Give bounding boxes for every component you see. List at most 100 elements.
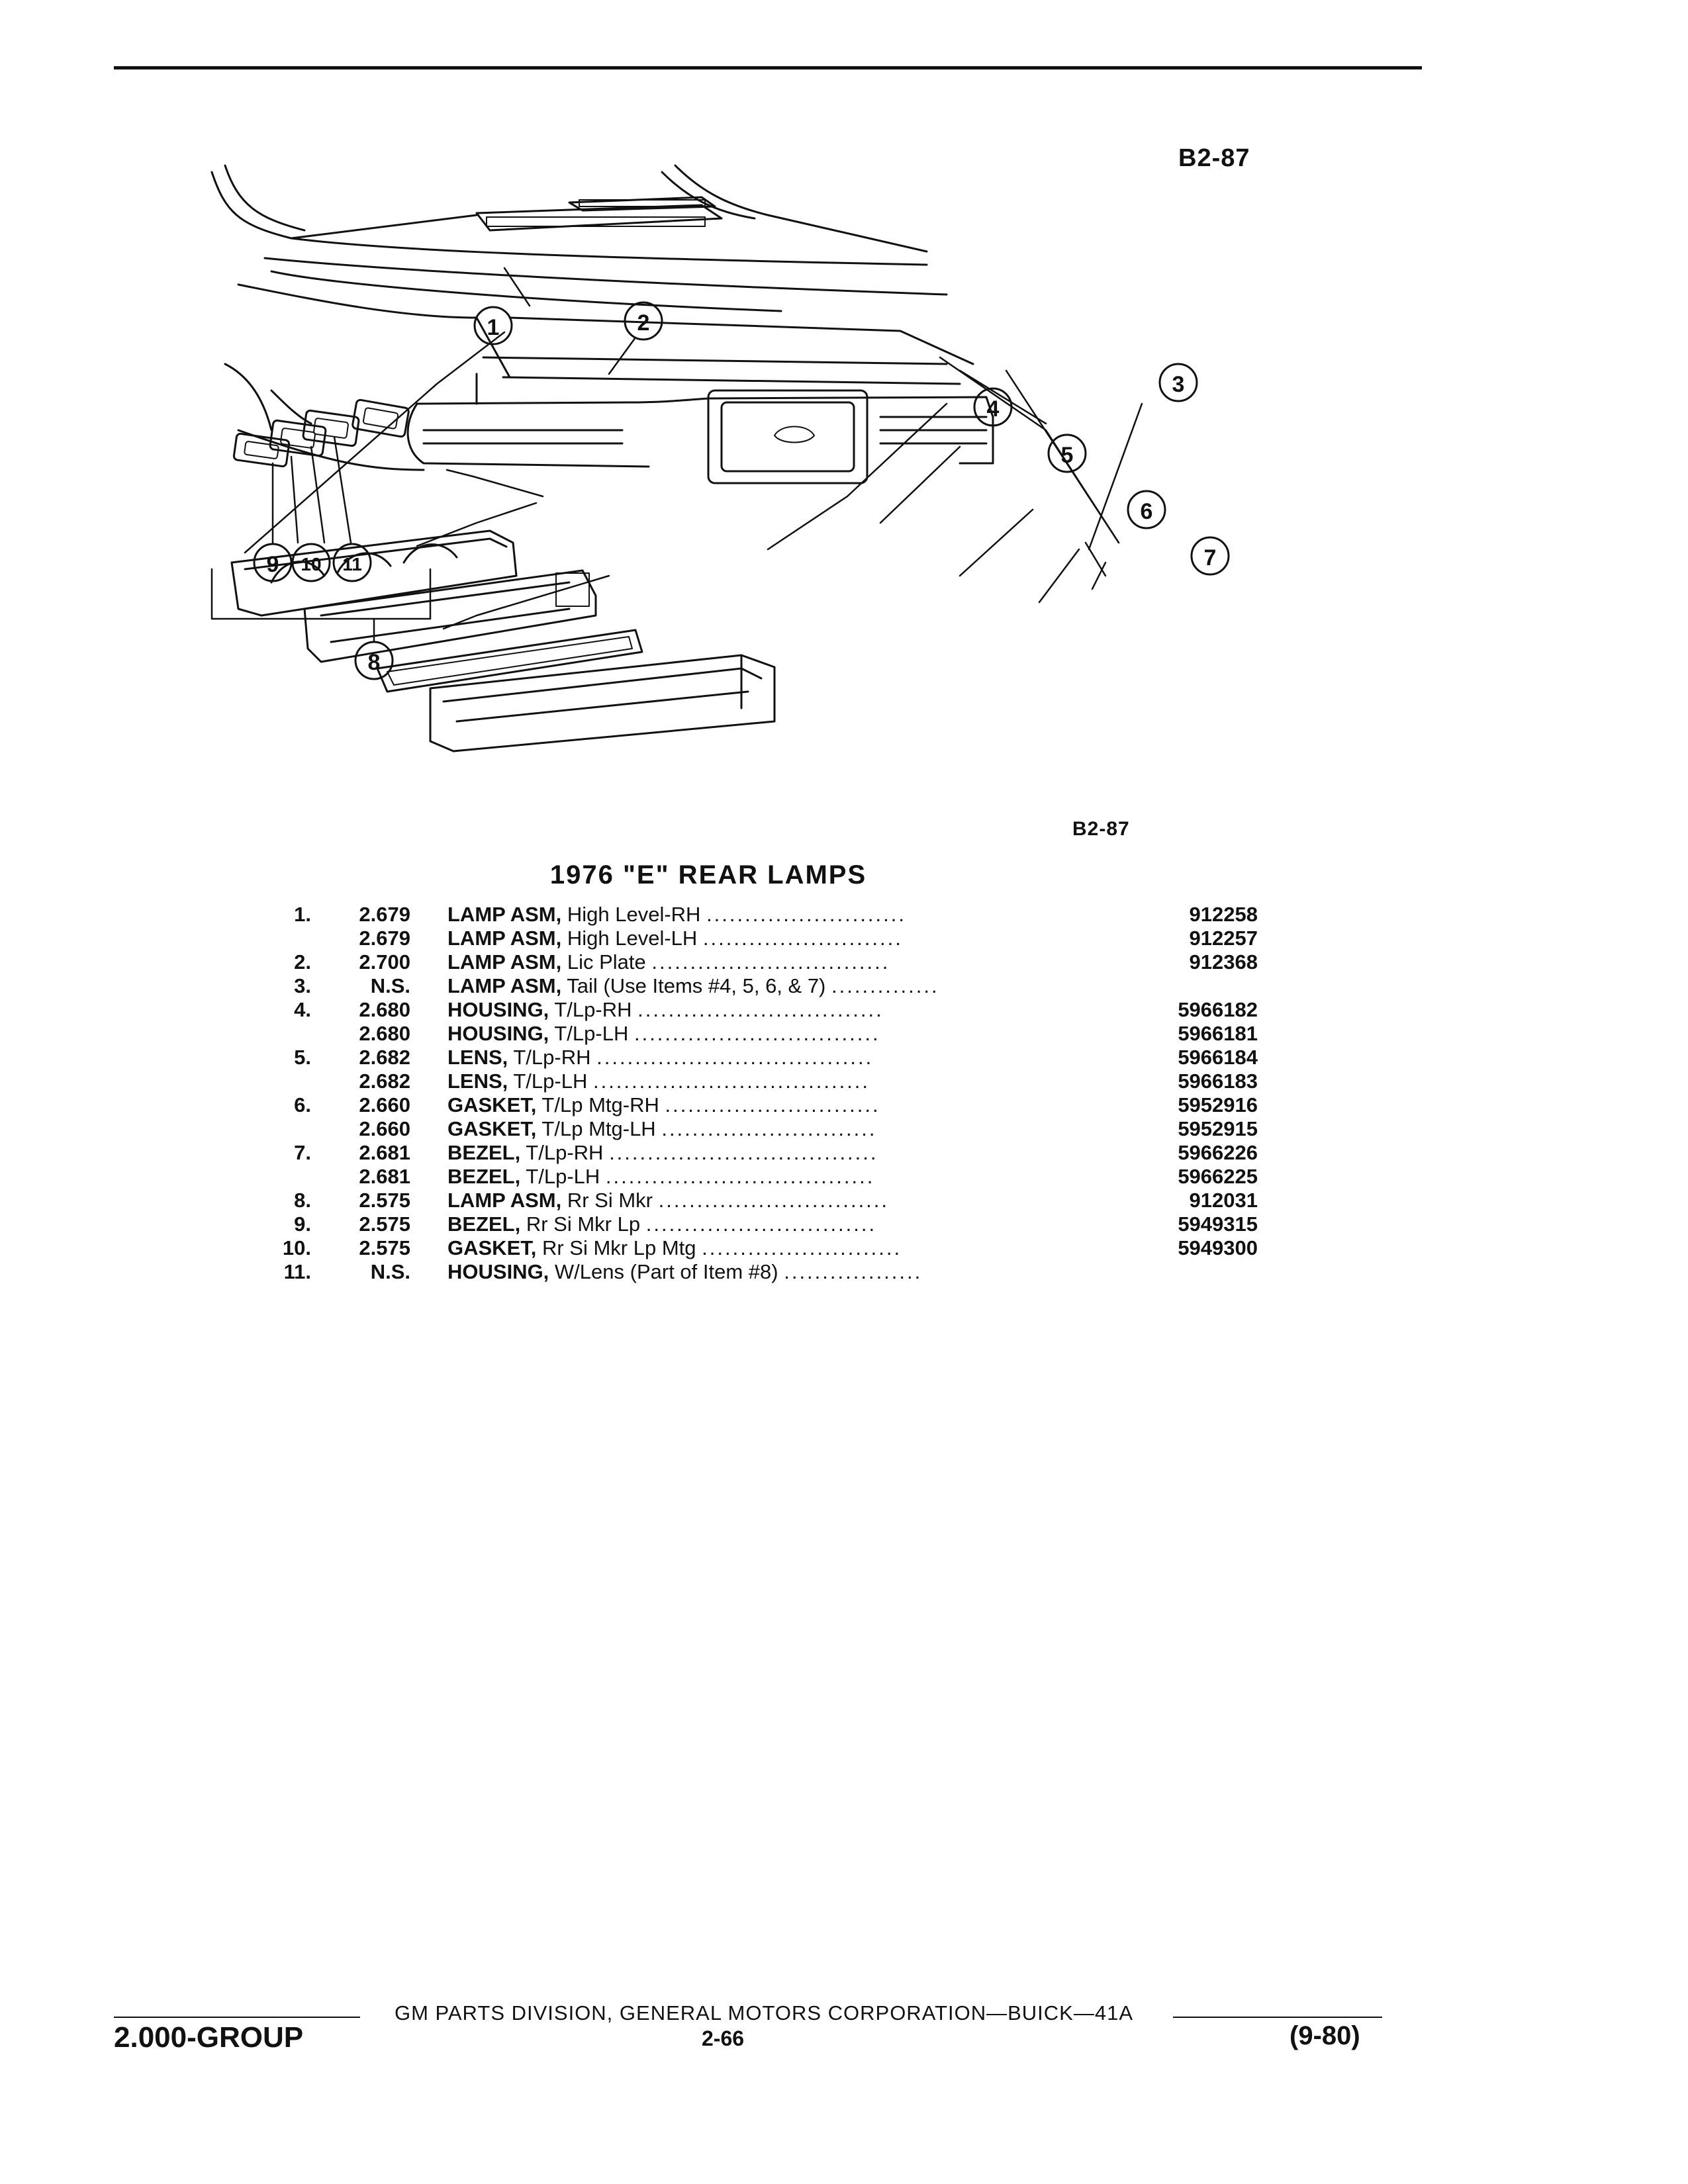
dot-leader: ...............................: [651, 950, 890, 974]
dot-leader: ...................................: [605, 1165, 875, 1188]
part-name: LENS,: [447, 1069, 508, 1093]
callout-8: 8: [354, 641, 394, 680]
side-marker-parts: [232, 398, 410, 468]
part-description: BEZEL, T/Lp-RH .........................…: [447, 1141, 1109, 1165]
svg-text:3: 3: [1172, 372, 1185, 397]
tail-lamp-bezel-drawing: [429, 654, 776, 752]
part-description: LAMP ASM, Lic Plate ....................…: [447, 950, 1109, 974]
item-number: 3.: [294, 974, 311, 997]
tail-lamp-gasket-drawing: [376, 629, 643, 693]
callout-1: 1: [473, 306, 513, 345]
group-number: 2.575: [359, 1236, 410, 1259]
svg-text:6: 6: [1141, 499, 1153, 524]
group-number: 2.680: [359, 998, 410, 1021]
part-description: LAMP ASM, High Level-RH ................…: [447, 903, 1109, 927]
svg-text:9: 9: [267, 552, 279, 577]
dot-leader: ..................: [784, 1260, 923, 1283]
part-detail: High Level-RH: [567, 903, 701, 926]
group-number: 2.679: [359, 903, 410, 926]
callout-2: 2: [624, 301, 663, 341]
group-number: 2.682: [359, 1069, 410, 1093]
car-body-drawing: [211, 164, 994, 484]
part-name: HOUSING,: [447, 1022, 549, 1045]
part-name: BEZEL,: [447, 1212, 521, 1236]
part-number: 5966184: [1178, 1046, 1258, 1069]
part-name: LENS,: [447, 1046, 508, 1069]
part-name: GASKET,: [447, 1093, 537, 1116]
svg-text:11: 11: [342, 554, 362, 574]
part-number: 912257: [1189, 927, 1258, 950]
part-description: LAMP ASM, Tail (Use Items #4, 5, 6, & 7)…: [447, 974, 1109, 998]
figure-code-bottom: B2-87: [1072, 818, 1130, 840]
svg-text:5: 5: [1061, 443, 1074, 468]
part-number: 5966183: [1178, 1069, 1258, 1093]
part-name: HOUSING,: [447, 1260, 549, 1283]
part-name: BEZEL,: [447, 1141, 521, 1164]
top-rule: [114, 66, 1422, 69]
rear-lamps-illustration: 1 2 3 4 5 6 7 8 9 10 11: [211, 164, 1230, 752]
part-description: LENS, T/Lp-RH ..........................…: [447, 1046, 1109, 1069]
part-name: LAMP ASM,: [447, 950, 562, 974]
part-detail: T/Lp-LH: [526, 1165, 600, 1188]
item-number: 4.: [294, 998, 311, 1021]
part-number: 5952916: [1178, 1093, 1258, 1116]
part-number: 912258: [1189, 903, 1258, 926]
dot-leader: ..............................: [658, 1189, 890, 1212]
dot-leader: ....................................: [596, 1046, 874, 1069]
group-number: 2.681: [359, 1141, 410, 1164]
page-number: 2-66: [702, 2026, 745, 2050]
part-detail: T/Lp-LH: [554, 1022, 629, 1045]
callout-11: 11: [332, 543, 372, 582]
part-name: LAMP ASM,: [447, 903, 562, 926]
part-detail: Lic Plate: [567, 950, 646, 974]
part-detail: Rr Si Mkr: [567, 1189, 653, 1212]
svg-text:4: 4: [987, 396, 1000, 422]
group-number: 2.575: [359, 1212, 410, 1236]
item-number: 9.: [294, 1212, 311, 1236]
part-number: 5952915: [1178, 1117, 1258, 1140]
group-number: 2.700: [359, 950, 410, 974]
tail-lamp-housing-drawing: [230, 529, 518, 617]
dot-leader: ..............................: [645, 1212, 877, 1236]
part-detail: T/Lp-RH: [554, 998, 632, 1021]
part-row: 3. N.S. LAMP ASM, Tail (Use Items #4, 5, 6…: [252, 974, 1258, 998]
item-number: 6.: [294, 1093, 311, 1116]
part-number: 5966182: [1178, 998, 1258, 1021]
figure-code-top: B2-87: [1178, 144, 1250, 172]
group-number: 2.680: [359, 1022, 410, 1045]
callout-3: 3: [1158, 363, 1198, 402]
part-detail: T/Lp-RH: [526, 1141, 604, 1164]
part-description: HOUSING, T/Lp-RH .......................…: [447, 998, 1109, 1022]
part-detail: T/Lp Mtg-RH: [541, 1093, 659, 1116]
revision-date: (9-80): [1289, 2021, 1360, 2050]
item-number: 10.: [282, 1236, 311, 1259]
part-detail: W/Lens (Part of Item #8): [554, 1260, 778, 1283]
part-name: LAMP ASM,: [447, 974, 562, 997]
part-description: HOUSING, T/Lp-LH .......................…: [447, 1022, 1109, 1046]
part-detail: T/Lp-LH: [513, 1069, 588, 1093]
part-number: 5966226: [1178, 1141, 1258, 1164]
item-number: 8.: [294, 1189, 311, 1212]
group-number: N.S.: [370, 974, 410, 997]
group-number: 2.575: [359, 1189, 410, 1212]
dot-leader: ..........................: [702, 1236, 902, 1259]
svg-text:1: 1: [487, 315, 500, 340]
leader-lines: [211, 267, 1143, 643]
part-name: BEZEL,: [447, 1165, 521, 1188]
part-detail: T/Lp-RH: [513, 1046, 591, 1069]
part-number: 5949300: [1178, 1236, 1258, 1259]
dot-leader: ............................: [665, 1093, 880, 1116]
part-detail: Tail (Use Items #4, 5, 6, & 7): [567, 974, 826, 997]
footer-rule-left: [114, 2017, 360, 2018]
part-detail: Rr Si Mkr Lp Mtg: [541, 1236, 696, 1259]
part-description: GASKET, T/Lp Mtg-RH ....................…: [447, 1093, 1109, 1117]
svg-text:10: 10: [301, 554, 321, 574]
